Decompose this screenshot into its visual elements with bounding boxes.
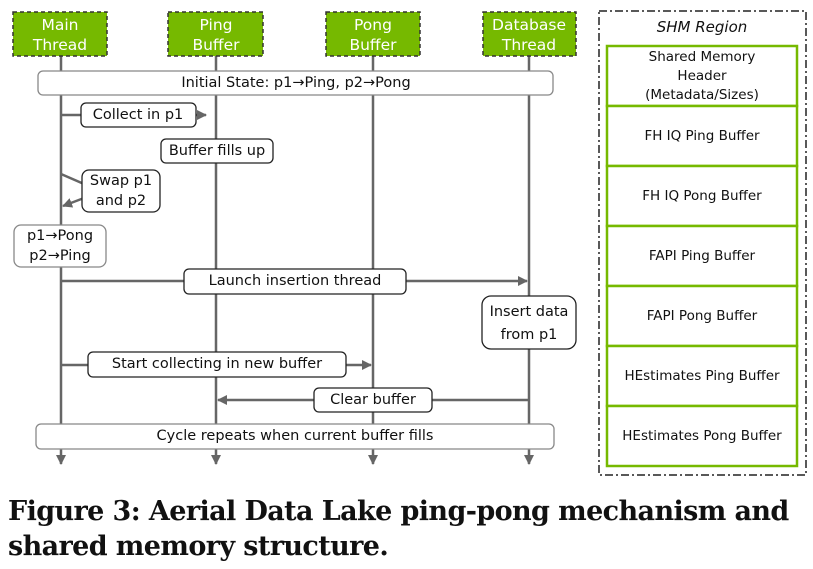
ping-pong-diagram: Main Thread Ping Buffer Pong Buffer Data… <box>12 10 807 476</box>
insert-label-line1: Insert data <box>490 304 569 320</box>
initial-state-label: Initial State: p1→Ping, p2→Pong <box>181 75 410 91</box>
actor-main-thread: Main Thread <box>12 11 108 57</box>
shm-buffer-label: FH IQ Pong Buffer <box>642 188 762 204</box>
shm-buffer-block: FAPI Ping Buffer <box>605 224 799 288</box>
buffer-fills-note: Buffer fills up <box>160 138 274 164</box>
actor-database-thread: Database Thread <box>482 11 577 57</box>
swap-label-line1: Swap p1 <box>90 173 152 189</box>
cycle-label: Cycle repeats when current buffer fills <box>157 428 434 444</box>
shm-buffer-block: HEstimates Ping Buffer <box>605 344 799 408</box>
shm-buffer-label: FH IQ Ping Buffer <box>644 128 760 144</box>
caption-line1: Figure 3: Aerial Data Lake ping-pong mec… <box>8 496 789 527</box>
shm-buffer-label: HEstimates Ping Buffer <box>624 368 780 384</box>
shm-buffer-block: FAPI Pong Buffer <box>605 284 799 348</box>
state-label-line2: p2→Ping <box>29 248 90 264</box>
figure-caption: Figure 3: Aerial Data Lake ping-pong mec… <box>8 494 813 564</box>
actor-label-line2: Thread <box>501 36 556 54</box>
clear-buffer-message: Clear buffer <box>217 387 529 413</box>
shm-header-line1: Shared Memory <box>649 49 756 65</box>
actor-label-line1: Ping <box>200 16 233 34</box>
caption-line2: shared memory structure. <box>8 531 389 562</box>
initial-state-bar: Initial State: p1→Ping, p2→Pong <box>37 70 554 96</box>
actor-label-line2: Buffer <box>349 36 397 54</box>
actor-label-line1: Database <box>492 16 566 34</box>
launch-label: Launch insertion thread <box>209 273 382 289</box>
actor-ping-buffer: Ping Buffer <box>167 11 264 57</box>
start-collecting-label: Start collecting in new buffer <box>112 356 322 372</box>
shm-buffer-block: FH IQ Ping Buffer <box>605 104 799 168</box>
collect-label: Collect in p1 <box>93 107 184 123</box>
clear-buffer-label: Clear buffer <box>330 392 416 408</box>
shm-header-line2: Header <box>677 68 727 84</box>
shm-buffer-block: HEstimates Pong Buffer <box>605 404 799 468</box>
shm-region: SHM Region Shared Memory Header (Metadat… <box>598 10 807 476</box>
actor-label-line2: Buffer <box>192 36 240 54</box>
shm-region-title: SHM Region <box>657 18 748 36</box>
actor-label-line1: Pong <box>354 16 392 34</box>
shm-buffer-label: FAPI Ping Buffer <box>649 248 756 264</box>
state-label-line1: p1→Pong <box>27 228 93 244</box>
actor-label-line1: Main <box>41 16 78 34</box>
collect-message: Collect in p1 <box>61 102 207 128</box>
shm-buffer-block: FH IQ Pong Buffer <box>605 164 799 228</box>
buffer-fills-label: Buffer fills up <box>169 143 265 159</box>
actor-label-line2: Thread <box>32 36 87 54</box>
insert-label-line2: from p1 <box>501 327 558 343</box>
swap-label-line2: and p2 <box>96 193 146 209</box>
cycle-repeats-bar: Cycle repeats when current buffer fills <box>35 423 555 450</box>
shm-header-block: Shared Memory Header (Metadata/Sizes) <box>605 44 799 108</box>
actor-pong-buffer: Pong Buffer <box>325 11 421 57</box>
shm-buffer-label: FAPI Pong Buffer <box>647 308 758 324</box>
shm-header-line3: (Metadata/Sizes) <box>645 87 759 103</box>
start-collecting-message: Start collecting in new buffer <box>61 351 372 378</box>
insert-data-note: Insert data from p1 <box>481 295 577 350</box>
swap-message: Swap p1 and p2 <box>60 169 161 213</box>
swapped-state-note: p1→Pong p2→Ping <box>13 224 107 268</box>
launch-message: Launch insertion thread <box>61 268 528 295</box>
shm-buffer-label: HEstimates Pong Buffer <box>622 428 782 444</box>
